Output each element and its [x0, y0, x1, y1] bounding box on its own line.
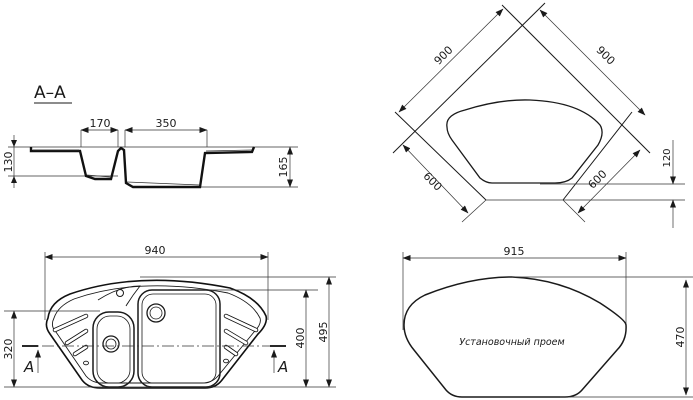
- extension-line: [562, 199, 586, 223]
- section-title: A–A: [34, 83, 66, 103]
- drain-large-inner: [149, 306, 163, 320]
- dim-line-900-right: [539, 9, 646, 116]
- cutout-label: Установочный проем: [459, 337, 564, 348]
- dim-cutout-depth: 470: [674, 327, 687, 348]
- dim-cabinet-right: 600: [586, 168, 610, 192]
- large-bowl-inner: [141, 293, 217, 384]
- drainer-grooves-right: [223, 313, 259, 357]
- dim-line-600-left: [402, 144, 469, 214]
- drain-small: [102, 335, 120, 353]
- dim-line-900-left: [398, 8, 504, 113]
- overflow-right: [223, 358, 229, 364]
- dim-depth-large: 165: [277, 157, 290, 178]
- sink-profile: [29, 146, 256, 189]
- tap-hole: [116, 289, 124, 297]
- plan-view: 940: [2, 244, 336, 389]
- dim-width: 940: [145, 244, 166, 257]
- dim-bowl-large-width: 350: [156, 117, 177, 130]
- dim-side-left: 900: [432, 44, 456, 68]
- large-bowl: [137, 289, 221, 388]
- section-mark-right: A: [277, 358, 288, 376]
- dim-depth: 495: [317, 322, 330, 343]
- dim-bowl-small-width: 170: [90, 117, 111, 130]
- section-mark-left: A: [23, 358, 34, 376]
- small-bowl: [92, 311, 135, 388]
- dim-line-600-right: [577, 149, 641, 214]
- dim-small-bowl: 320: [2, 339, 15, 360]
- cutout-shape: [403, 276, 627, 398]
- dim-cabinet-left: 600: [420, 170, 444, 194]
- cutout-view: 915 Установочный проем 470: [402, 245, 693, 398]
- sink-profile-inner: [33, 149, 253, 186]
- dim-large-bowl: 400: [294, 328, 307, 349]
- corner-view: 900 900 600 600 120: [392, 2, 685, 228]
- dim-side-right: 900: [593, 44, 617, 68]
- drain-small-inner: [105, 338, 117, 350]
- dim-depth-small: 130: [2, 152, 15, 173]
- drainer-edge: [97, 285, 141, 307]
- small-bowl-inner: [96, 315, 131, 384]
- dim-cutout-width: 915: [504, 245, 525, 258]
- section-view: A–A 170 350 130 165: [2, 83, 298, 189]
- countertop-edge-right: [501, 4, 651, 154]
- drainer-grooves-left-inner: [53, 314, 88, 356]
- cutout-outline: [446, 99, 603, 184]
- extension-line: [461, 199, 487, 223]
- sink-rim: [51, 285, 261, 384]
- dim-offset: 120: [662, 148, 673, 167]
- drain-large: [146, 303, 166, 323]
- overflow-left: [83, 360, 89, 366]
- sink-outline: [45, 279, 268, 389]
